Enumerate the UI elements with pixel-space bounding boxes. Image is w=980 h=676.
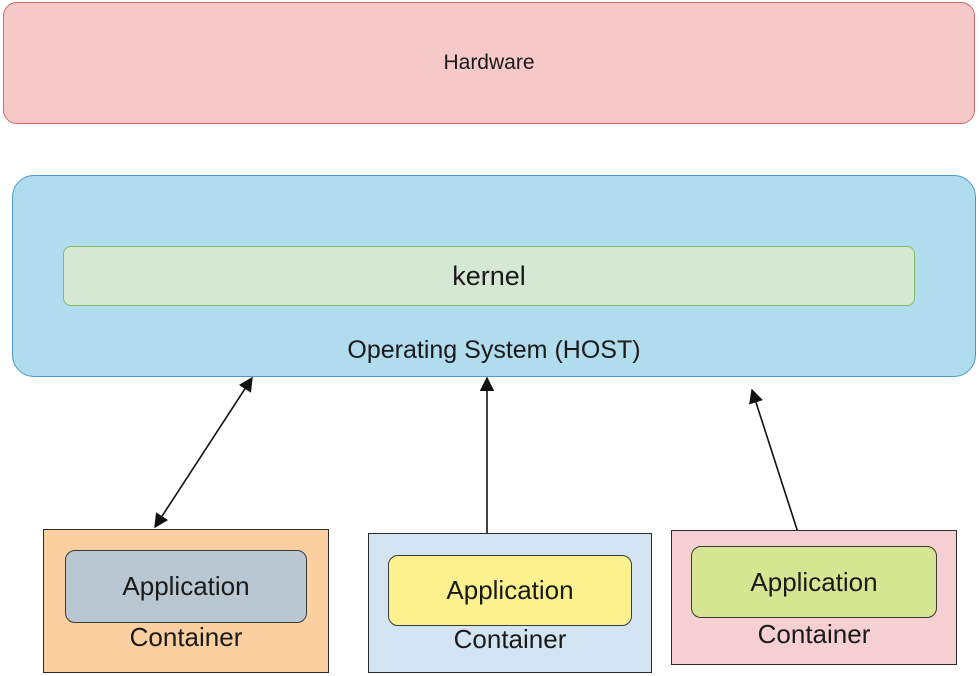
container-3: Application Container [671,530,957,665]
container-label: Container [453,624,567,654]
operating-system-label: Operating System (HOST) [347,336,641,364]
kernel-block: kernel [63,246,915,306]
arrow-container-3 [749,388,805,547]
application-block: Application [691,546,937,618]
operating-system-layer: kernel Operating System (HOST) [12,175,976,377]
application-label: Application [446,575,574,605]
application-block: Application [388,555,632,626]
application-label: Application [122,571,250,601]
container-1: Application Container [43,529,329,673]
application-label: Application [750,566,878,597]
hardware-layer: Hardware [3,2,975,124]
kernel-label: kernel [452,260,526,291]
arrow-container-1 [154,376,253,529]
container-2: Application Container [368,533,652,673]
container-label: Container [129,622,243,652]
application-block: Application [65,550,307,623]
hardware-label: Hardware [443,51,535,74]
container-label: Container [757,619,871,649]
